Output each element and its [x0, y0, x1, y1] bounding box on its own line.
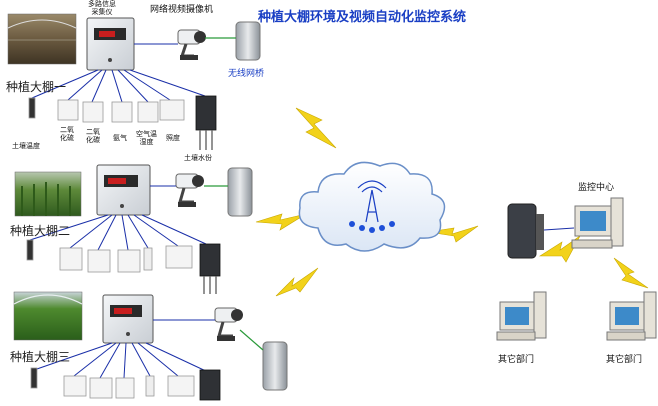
sensor-label-light: 照度 — [166, 134, 180, 142]
sensor-soil-moisture-1 — [195, 95, 217, 131]
lightning-bolt-4 — [427, 225, 479, 243]
collector-box-1 — [86, 17, 135, 71]
sensor-air-1 — [137, 101, 159, 123]
sensor-soil-temp-1 — [28, 97, 36, 119]
computer-dept-1 — [496, 291, 547, 341]
greenhouse-3-group — [13, 291, 288, 401]
sensor-nh3-1 — [111, 101, 133, 123]
camera-2 — [175, 173, 204, 207]
lightning-group — [255, 107, 649, 297]
monitor-center-label: 监控中心 — [578, 183, 615, 193]
sensor-label-air: 空气温 湿度 — [136, 130, 157, 146]
bridge-antenna-2 — [227, 167, 253, 217]
greenhouse-3-photo — [13, 291, 83, 341]
greenhouse-2-photo — [14, 171, 82, 217]
camera-label: 网络视频摄像机 — [150, 5, 214, 15]
tower-icon — [357, 180, 387, 223]
lightning-bolt-3 — [275, 267, 319, 297]
lightning-bolt-2 — [255, 213, 307, 231]
greenhouse-1-group — [7, 13, 261, 150]
camera-3 — [214, 307, 243, 341]
cloud-nodes — [349, 221, 395, 233]
greenhouse-1-label: 种植大棚一 — [6, 80, 67, 94]
greenhouse-2-group — [14, 164, 253, 294]
computer-dept-2 — [606, 291, 657, 341]
sensor-label-so2: 二氧 化硫 — [60, 126, 74, 142]
other-dept-label-2: 其它部门 — [606, 355, 643, 365]
computer-center — [571, 197, 624, 249]
lightning-bolt-1 — [295, 107, 337, 149]
bridge-antenna-3 — [262, 341, 288, 391]
lightning-bolt-6 — [613, 257, 649, 289]
bridge-antenna-1 — [235, 21, 261, 61]
network-cloud — [298, 161, 446, 252]
bridge-antenna-center — [507, 203, 537, 259]
greenhouse-2-label: 种植大棚二 — [10, 224, 71, 238]
sensor-light-1 — [159, 99, 185, 121]
soil-moisture-label: 土壤水份 — [184, 154, 212, 162]
collector-label: 多路信息 采集仪 — [88, 0, 116, 16]
greenhouse-1-photo — [7, 13, 77, 65]
sensor-label-soil-temp: 土壤温度 — [12, 142, 40, 150]
sensor-label-co2: 二氧 化碳 — [86, 128, 100, 144]
bridge-label: 无线网桥 — [228, 69, 265, 79]
diagram-title: 种植大棚环境及视频自动化监控系统 — [258, 10, 467, 25]
sensor-co2-1 — [82, 101, 104, 123]
camera-1 — [177, 29, 206, 60]
collector-box-2 — [96, 164, 151, 216]
sensor-label-nh3: 氨气 — [113, 134, 127, 142]
greenhouse-3-label: 种植大棚三 — [10, 350, 71, 364]
sensor-so2-1 — [57, 99, 79, 121]
other-dept-label-1: 其它部门 — [498, 355, 535, 365]
